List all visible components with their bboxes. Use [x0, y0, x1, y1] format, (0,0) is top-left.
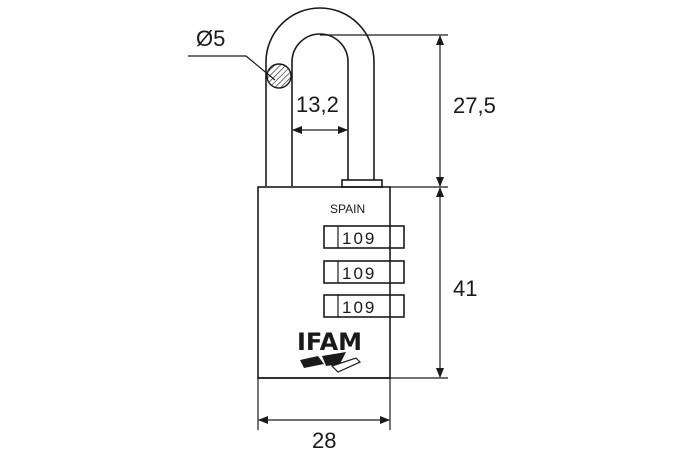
- dial-window: [323, 225, 405, 249]
- dial-window: [323, 260, 405, 284]
- body-width-label: 28: [312, 428, 336, 453]
- shackle-clearance-label: 27,5: [453, 93, 496, 118]
- brand-logo-icon: [300, 352, 362, 373]
- dial-digits: 109: [342, 298, 376, 317]
- dial-row: 109: [323, 294, 405, 318]
- body-height-dimension: 41: [390, 187, 477, 379]
- wire-diameter-label: Ø5: [196, 26, 225, 51]
- shackle-outer-outline: [265, 7, 375, 186]
- shackle-inner-outline: [291, 33, 349, 186]
- dial-row: 109: [323, 225, 405, 249]
- shackle-clearance-dimension: 27,5: [320, 34, 496, 188]
- shackle-collar: [341, 179, 383, 188]
- dial-digits: 109: [342, 229, 376, 248]
- wire-diameter-leader: [188, 55, 276, 81]
- shackle-wire-section-hatch: [266, 63, 292, 89]
- body-width-dimension: 28: [257, 378, 391, 453]
- wire-diameter-callout: Ø5: [188, 26, 276, 81]
- lock-body: SPAIN 109 109 109 IFAM: [257, 186, 405, 379]
- origin-label: SPAIN: [330, 202, 365, 216]
- inner-width-dimension: 13,2: [292, 92, 348, 134]
- dial-row: 109: [323, 260, 405, 284]
- dial-window: [323, 294, 405, 318]
- body-height-label: 41: [453, 276, 477, 301]
- shackle: [265, 7, 383, 188]
- dial-digits: 109: [342, 264, 376, 283]
- brand-name: IFAM: [297, 328, 362, 356]
- inner-width-label: 13,2: [296, 92, 339, 117]
